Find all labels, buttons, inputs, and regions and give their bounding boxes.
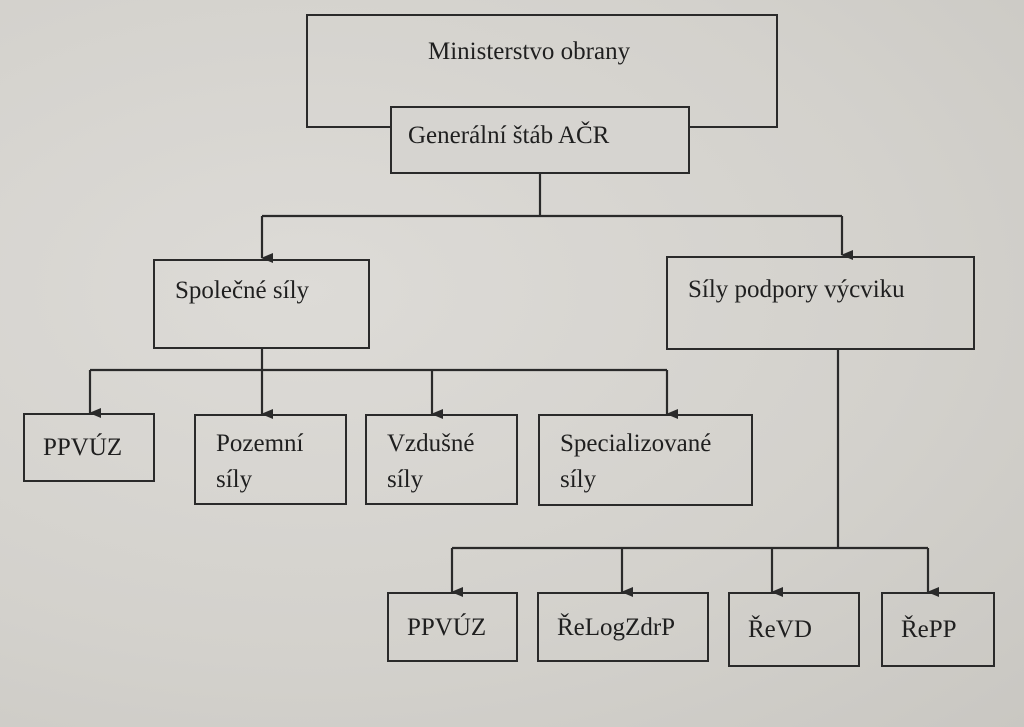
joint-child-ppvuz: PPVÚZ bbox=[23, 413, 155, 482]
training-child-label: ŘeVD bbox=[748, 616, 812, 643]
training-child-repp: ŘePP bbox=[881, 592, 995, 667]
training-child-label: PPVÚZ bbox=[407, 613, 487, 641]
ministry-label: Ministerstvo obrany bbox=[428, 38, 631, 65]
training-child-ppvuz: PPVÚZ bbox=[387, 592, 518, 662]
joint-child-specializovane: Specializované síly bbox=[538, 414, 753, 506]
joint-child-label-line1: Pozemní bbox=[216, 430, 304, 457]
joint-forces-label: Společné síly bbox=[175, 277, 310, 304]
training-support-label: Síly podpory výcviku bbox=[688, 276, 905, 303]
training-child-revd: ŘeVD bbox=[728, 592, 860, 667]
training-support-box: Síly podpory výcviku bbox=[666, 256, 975, 350]
joint-child-label-line1: Specializované bbox=[560, 430, 712, 457]
joint-child-pozemni: Pozemní síly bbox=[194, 414, 347, 505]
joint-forces-box: Společné síly bbox=[153, 259, 370, 349]
joint-child-label-line2: síly bbox=[560, 466, 597, 493]
joint-child-label-line2: síly bbox=[387, 466, 424, 493]
general-staff-label: Generální štáb AČR bbox=[408, 122, 610, 149]
joint-child-label-line1: Vzdušné bbox=[387, 430, 475, 457]
joint-child-label: PPVÚZ bbox=[43, 434, 123, 461]
joint-child-label-line2: síly bbox=[216, 466, 253, 493]
training-child-label: ŘeLogZdrP bbox=[557, 613, 676, 641]
training-child-label: ŘePP bbox=[901, 616, 957, 643]
general-staff-box: Generální štáb AČR bbox=[390, 106, 690, 174]
joint-child-vzdusne: Vzdušné síly bbox=[365, 414, 518, 505]
training-child-relogzdrp: ŘeLogZdrP bbox=[537, 592, 709, 662]
